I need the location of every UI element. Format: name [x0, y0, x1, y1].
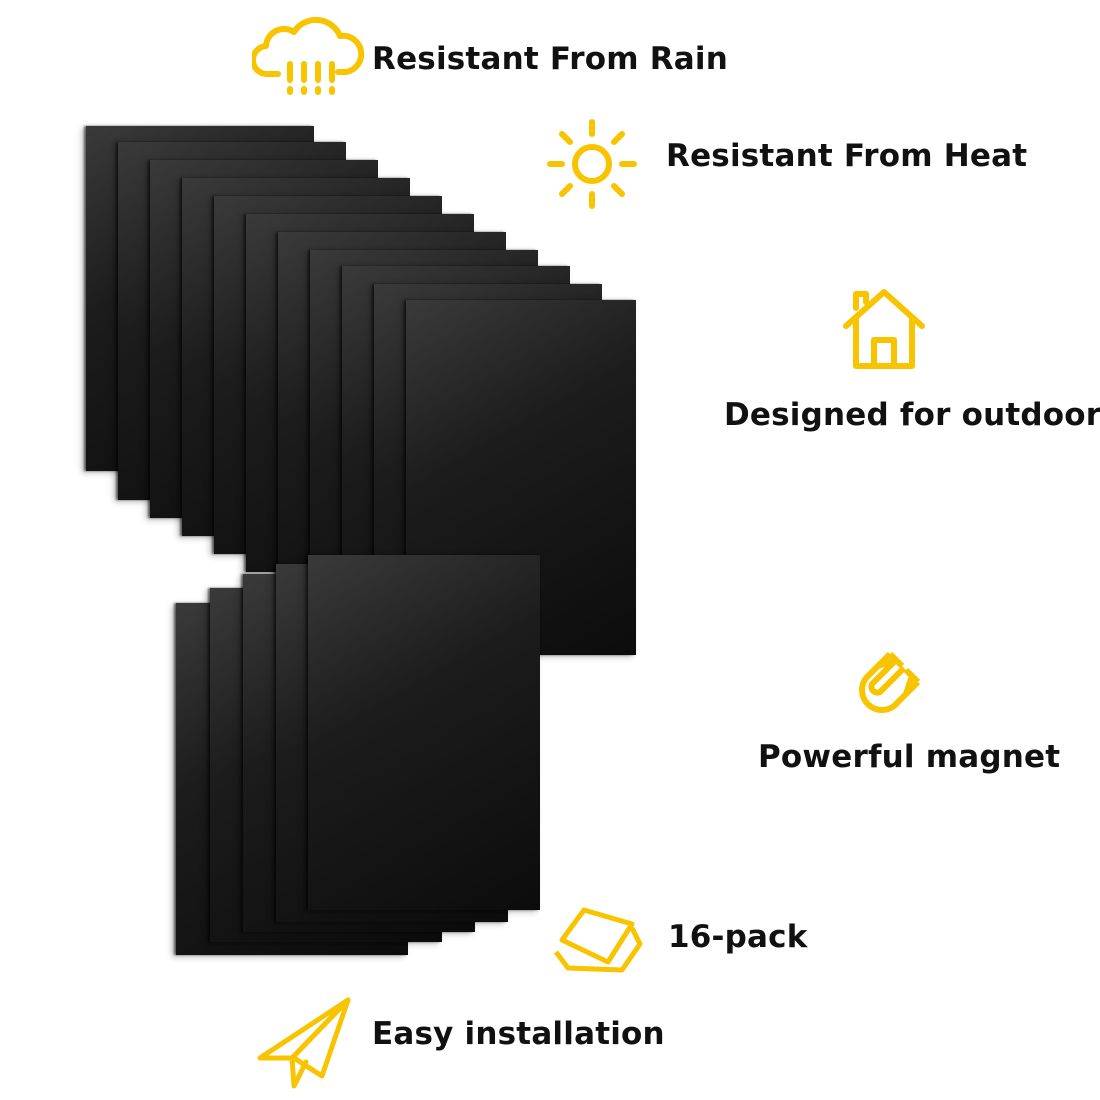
- magnet-sheet: [308, 555, 540, 910]
- magnet-icon: [836, 640, 932, 736]
- stacked-sheets-icon: [548, 898, 648, 978]
- feature-label-outdoor: Designed for outdoor: [724, 397, 1100, 433]
- feature-label-heat: Resistant From Heat: [666, 138, 1028, 174]
- feature-label-pack: 16-pack: [668, 919, 808, 955]
- house-icon: [838, 282, 930, 374]
- sun-icon: [544, 116, 640, 212]
- rain-cloud-icon: [252, 12, 364, 104]
- feature-label-install: Easy installation: [372, 1016, 665, 1052]
- feature-label-rain: Resistant From Rain: [372, 41, 729, 77]
- paper-plane-icon: [254, 996, 358, 1090]
- feature-label-magnet: Powerful magnet: [758, 739, 1061, 775]
